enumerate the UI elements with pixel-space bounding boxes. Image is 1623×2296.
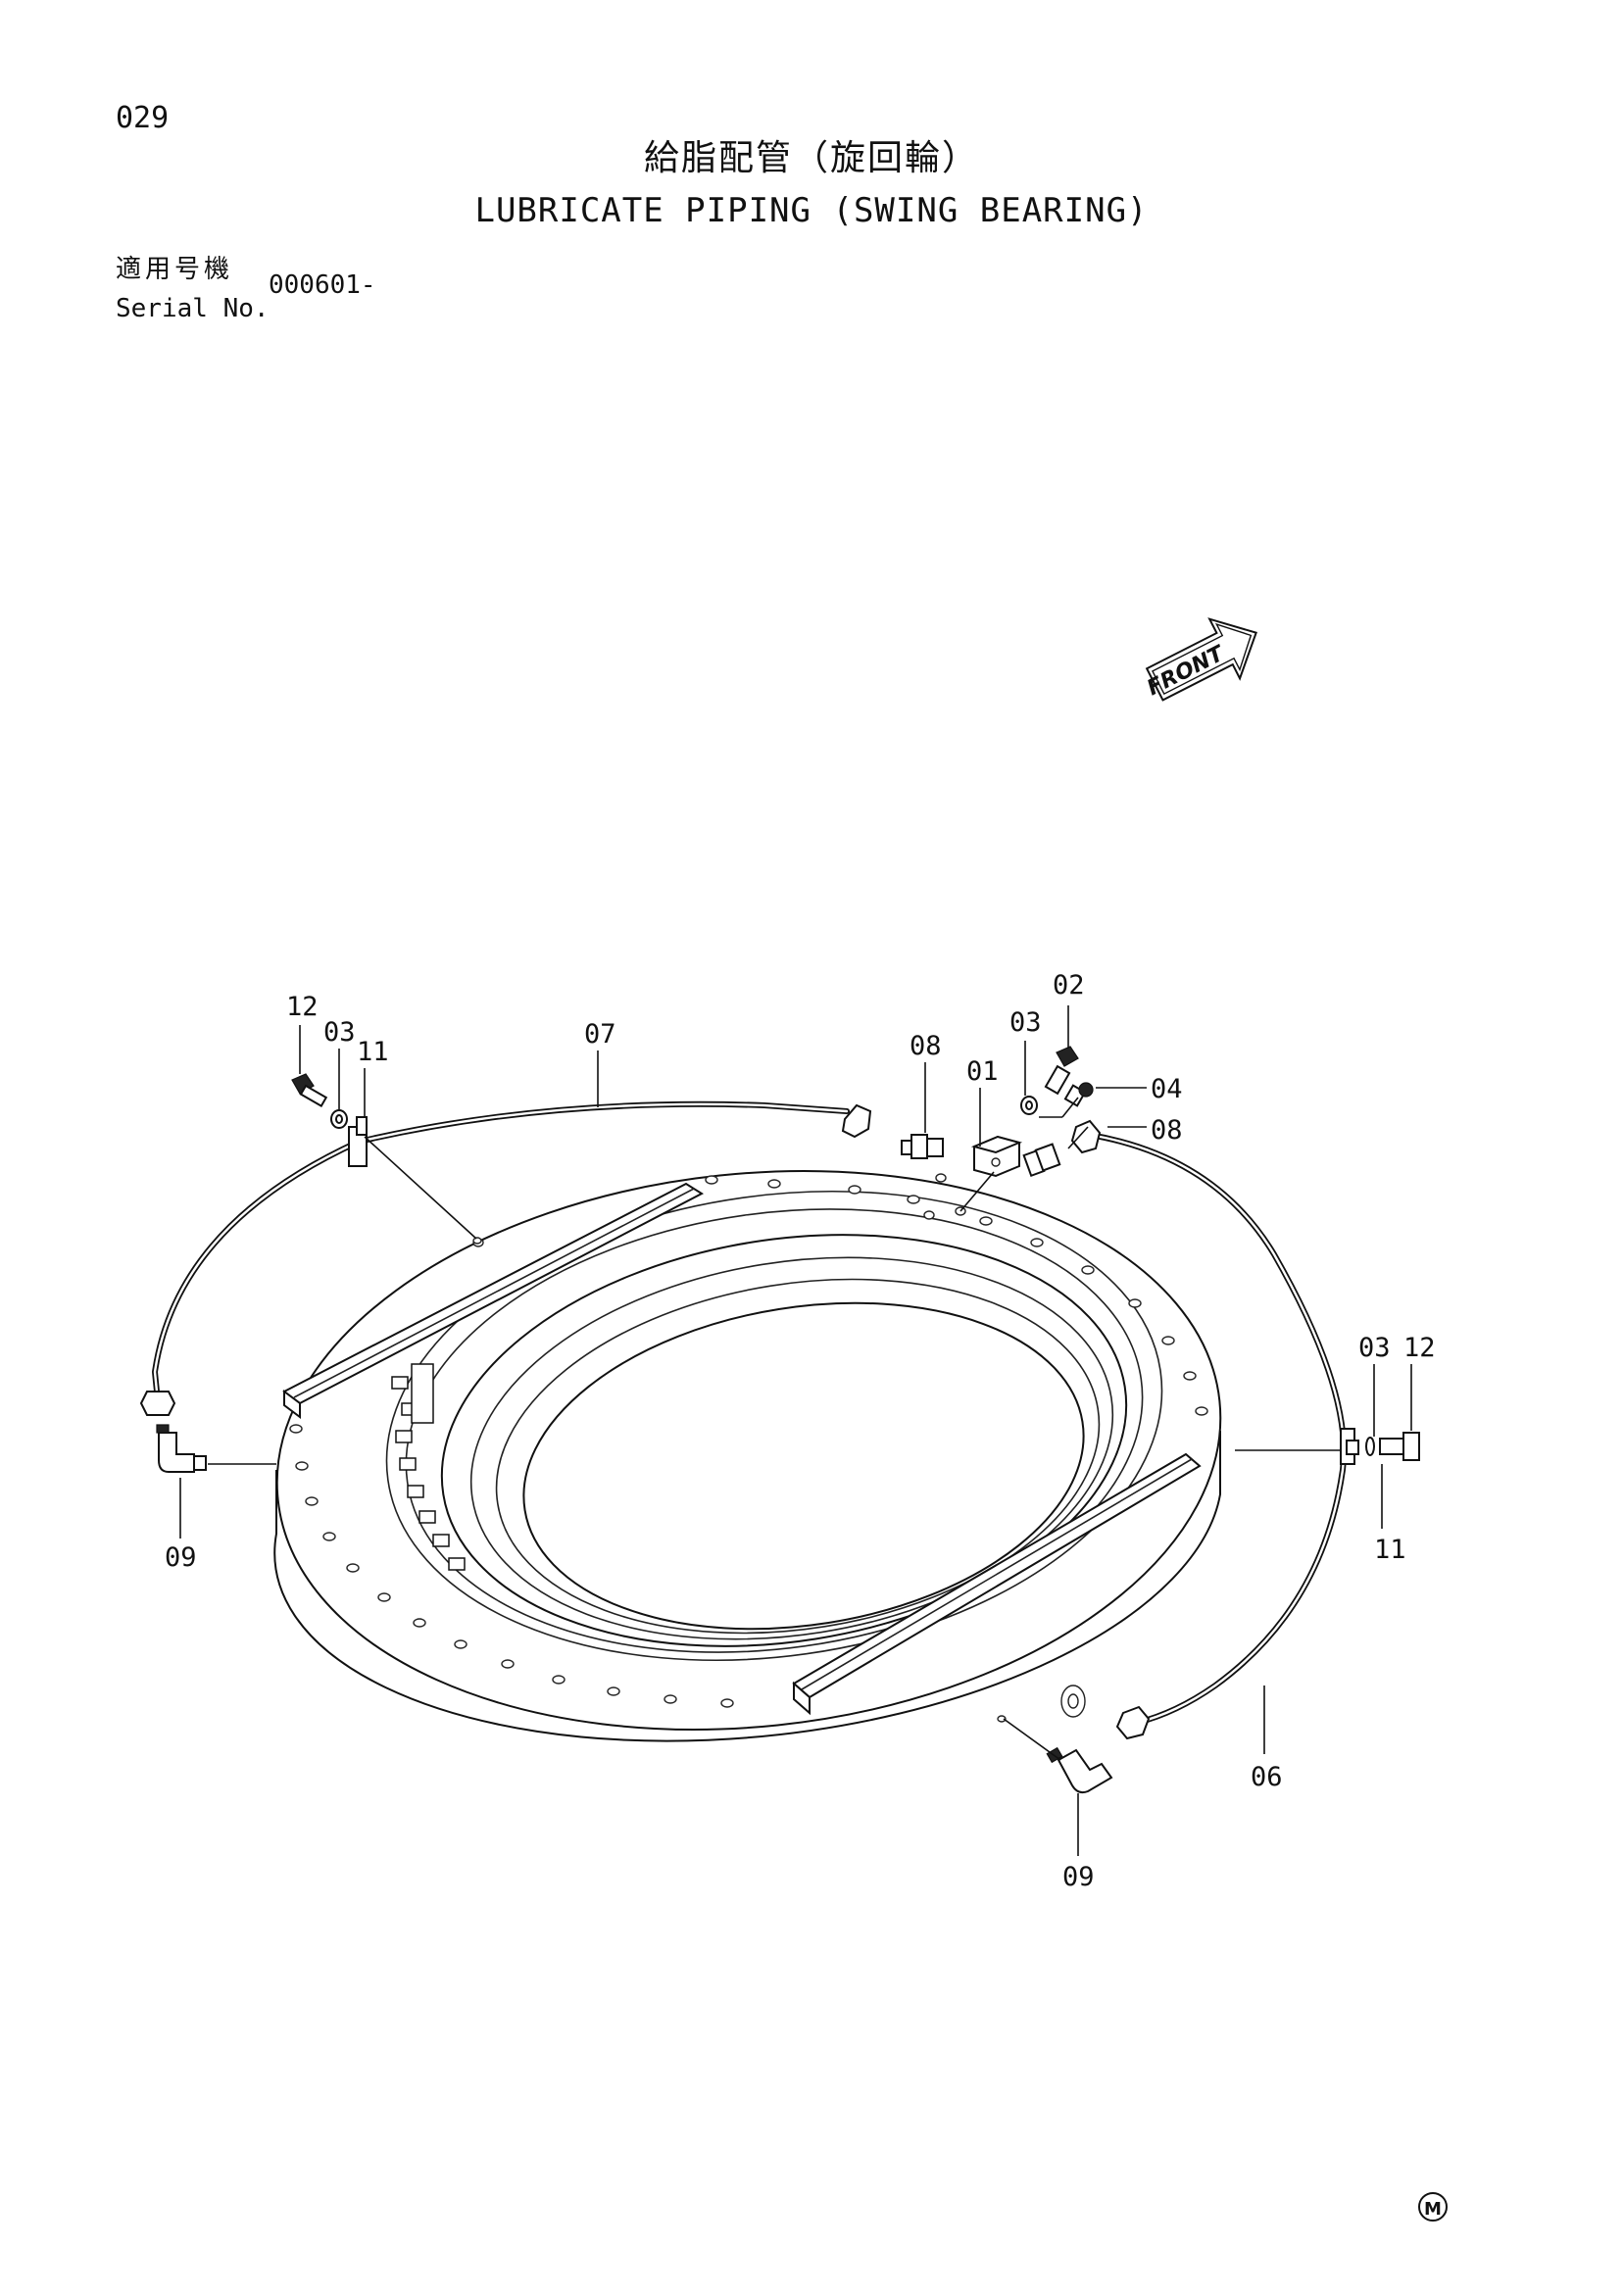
callout-02: 02 [1053,970,1085,1001]
callout-03-left: 03 [323,1017,356,1048]
grease-nipple-04 [1063,1082,1094,1107]
callout-11-right: 11 [1374,1535,1406,1565]
callout-labels: 12 03 11 07 08 01 03 02 04 08 03 12 11 0… [165,970,1436,1892]
callout-03-top-right: 03 [1009,1007,1042,1038]
callout-06: 06 [1251,1762,1283,1792]
leader-lines [179,1005,1412,1856]
callout-12-right: 12 [1403,1333,1436,1363]
callout-12-left: 12 [286,992,319,1022]
front-arrow-icon: FRONT [1144,617,1257,702]
callout-08-right: 08 [1151,1115,1183,1146]
bolt-holes [289,1173,1208,1718]
serial-label-japanese: 適用号機 [116,255,234,284]
page-number: 029 [116,101,170,135]
swing-bearing-ring [273,1170,1222,1742]
internal-gear-teeth [391,1363,466,1571]
callout-09-left: 09 [165,1542,197,1573]
callout-01: 01 [966,1056,999,1087]
callout-04: 04 [1151,1074,1183,1104]
fitting-08-top [901,1134,944,1159]
bolt-02 [1044,1046,1079,1096]
bolt-12-left [291,1073,328,1108]
callout-03-right: 03 [1358,1333,1391,1363]
callout-11-left: 11 [357,1037,389,1067]
serial-number-value: 000601- [269,270,376,300]
support-bar-right [792,1452,1202,1716]
serial-label-english: Serial No. [116,294,270,323]
callout-08-top: 08 [910,1031,942,1061]
circled-m-letter: M [1424,2199,1442,2220]
circled-m-mark: M [1418,2192,1448,2222]
support-bar-left [282,1182,705,1419]
callout-07: 07 [584,1019,616,1050]
title-japanese: 給脂配管（旋回輪） [643,138,979,178]
fitting-08-right [1022,1143,1061,1178]
callout-09-bottom: 09 [1062,1862,1095,1892]
fittings [139,1046,1420,1794]
title-english: LUBRICATE PIPING (SWING BEARING) [474,191,1149,230]
distribution-block-01 [970,1135,1023,1178]
bolt-12-right [1379,1432,1420,1461]
